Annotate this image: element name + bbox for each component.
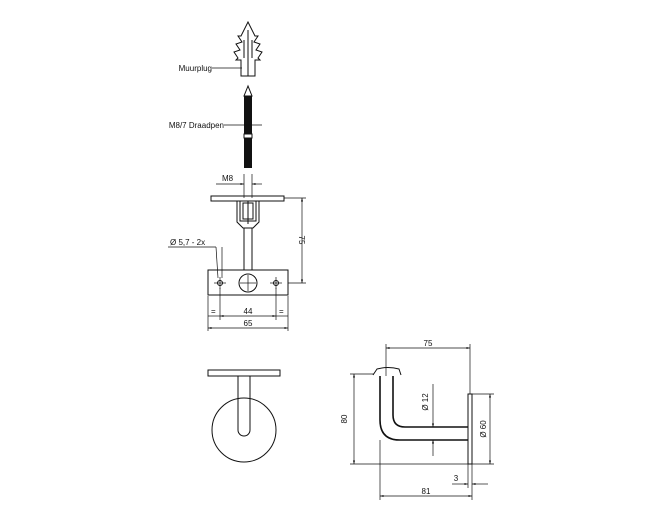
hole-spacing-label: 44 (244, 307, 253, 316)
threaded-pin-label: M8/7 Draadpen (169, 121, 224, 130)
height-side-label: 80 (340, 414, 349, 423)
height-front-label: 75 (297, 236, 306, 245)
rose-diameter-label: Ø 60 (479, 420, 488, 438)
tube-diameter-label: Ø 12 (421, 393, 430, 411)
equal-right-label: = (279, 307, 284, 316)
projection-label: 75 (424, 339, 433, 348)
plate-width-label: 65 (244, 319, 253, 328)
hole-diameter-label: Ø 5,7 - 2x (170, 238, 205, 247)
wall-plug-label: Muurplug (179, 64, 212, 73)
depth-label: 81 (422, 487, 431, 496)
rose-view (207, 369, 281, 463)
threaded-pin (224, 84, 262, 168)
wall-plug (212, 20, 263, 77)
side-view (350, 344, 494, 500)
plate-thickness-label: 3 (454, 474, 459, 483)
equal-left-label: = (211, 307, 216, 316)
thread-size-label: M8 (222, 174, 234, 183)
front-view (168, 174, 306, 331)
